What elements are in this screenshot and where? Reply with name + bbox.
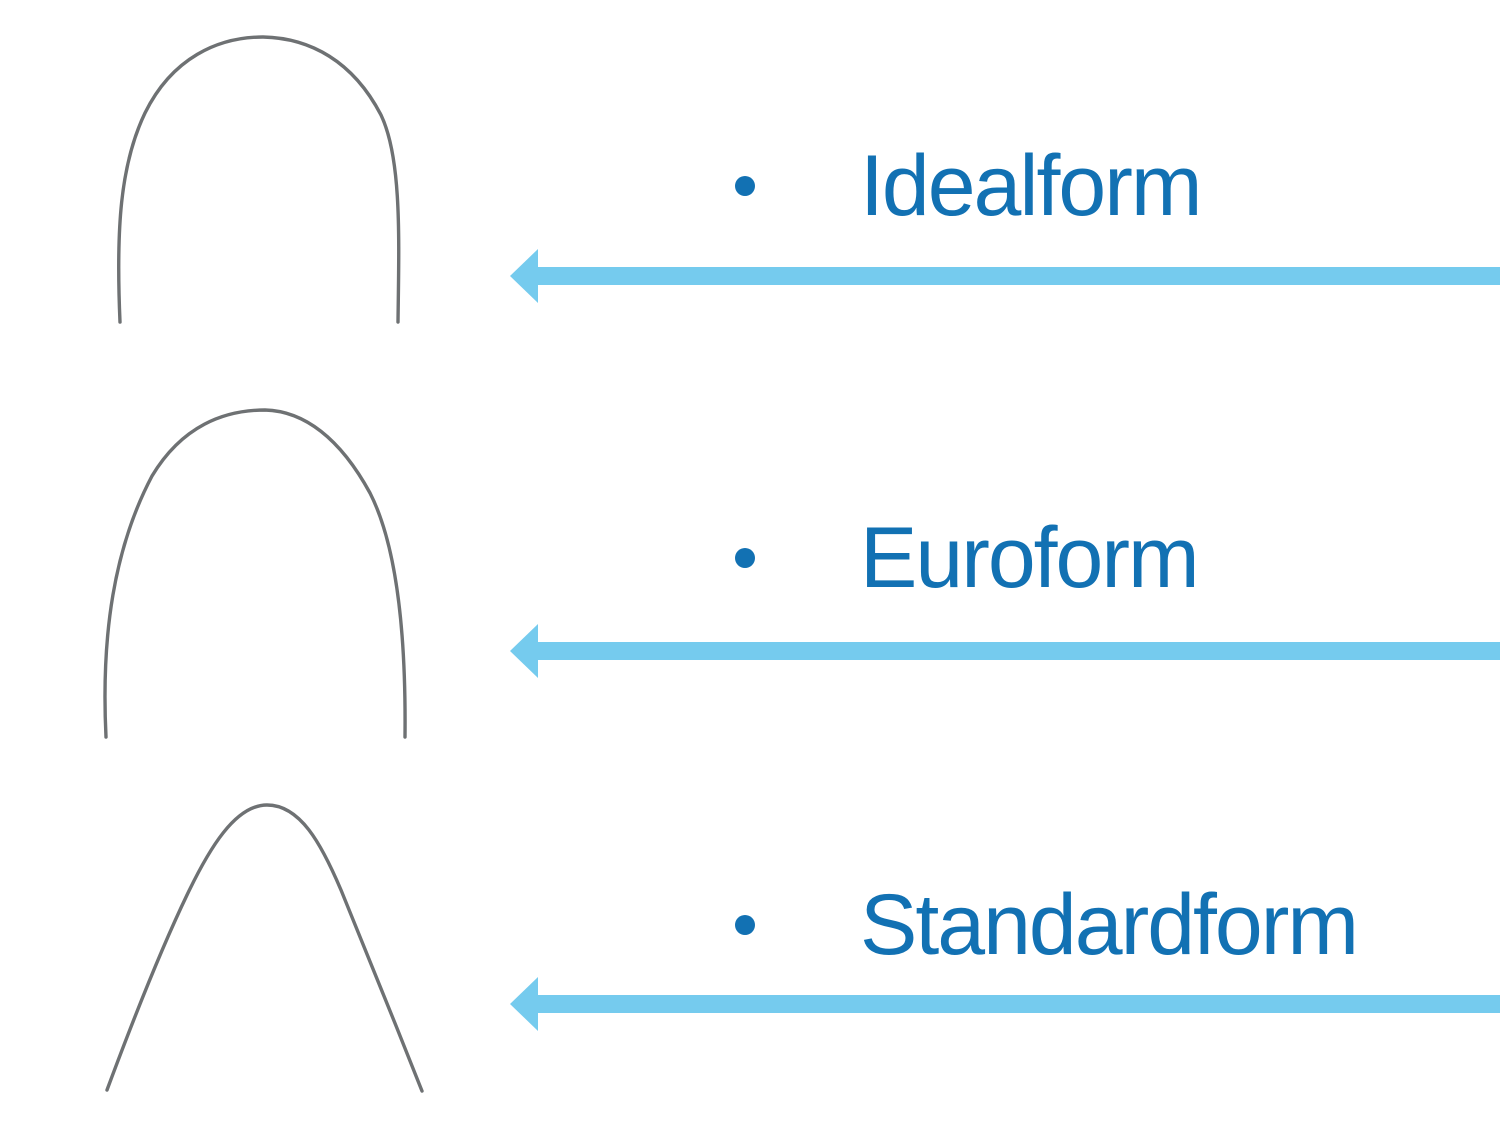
list-item-idealform: Idealform	[735, 138, 1202, 234]
left-arrow-icon	[510, 977, 1500, 1031]
arrow-head	[510, 249, 538, 303]
idealform-label: Idealform	[860, 138, 1202, 234]
list-item-standardform: Standardform	[735, 877, 1359, 973]
left-arrow-icon	[510, 249, 1500, 303]
arrow-shaft	[536, 995, 1500, 1013]
bullet-icon	[735, 548, 755, 568]
arrow-head	[510, 624, 538, 678]
left-arrow-icon	[510, 624, 1500, 678]
standardform-archwire-image	[105, 803, 424, 1093]
arrow-head	[510, 977, 538, 1031]
bullet-icon	[735, 915, 755, 935]
euroform-archwire-image	[103, 408, 407, 739]
euroform-wire-curve	[103, 408, 407, 739]
idealform-wire-curve	[116, 35, 401, 324]
list-item-euroform: Euroform	[735, 510, 1200, 606]
idealform-archwire-image	[116, 35, 401, 324]
standardform-wire-curve	[105, 803, 424, 1093]
arrow-shaft	[536, 267, 1500, 285]
euroform-label: Euroform	[860, 510, 1200, 606]
standardform-label: Standardform	[860, 877, 1359, 973]
arrow-shaft	[536, 642, 1500, 660]
bullet-icon	[735, 176, 755, 196]
